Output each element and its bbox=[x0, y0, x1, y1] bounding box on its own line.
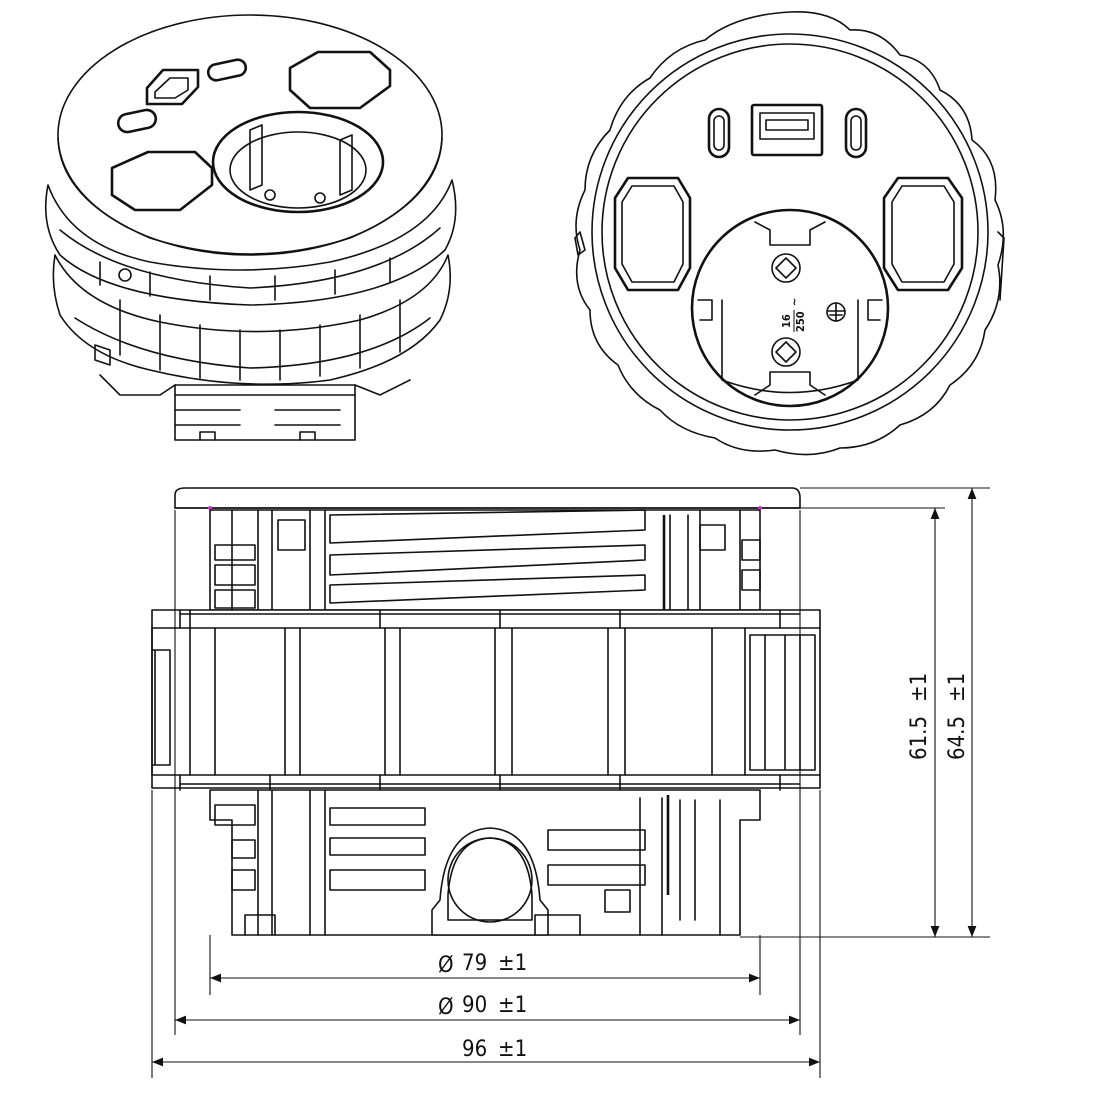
side-upper-body bbox=[209, 509, 761, 611]
blank-cover-right bbox=[882, 176, 964, 292]
dim-total-height: 64.5 ±1 bbox=[945, 673, 970, 760]
svg-text:16: 16 bbox=[780, 314, 793, 328]
iso-usb-c-right bbox=[206, 58, 248, 82]
dim-outer-diameter: Ø 90 ±1 bbox=[438, 993, 527, 1020]
top-view-wavy-outline bbox=[575, 11, 1005, 456]
usb-c-port-right bbox=[844, 107, 868, 159]
side-middle-collar bbox=[151, 609, 821, 791]
svg-text:250: 250 bbox=[794, 311, 807, 332]
iso-upper-collar bbox=[44, 179, 457, 306]
iso-lower-collar bbox=[52, 254, 452, 386]
iso-housing-bottom bbox=[99, 374, 411, 441]
side-top-flange bbox=[174, 487, 801, 509]
iso-blank-cover-left bbox=[110, 150, 214, 212]
usb-c-port-left bbox=[707, 107, 731, 159]
iso-blank-cover-right bbox=[288, 50, 392, 110]
svg-text:79: 79 bbox=[462, 951, 487, 976]
svg-text:Ø: Ø bbox=[438, 995, 454, 1020]
rating-label: 16 250 ~ bbox=[780, 298, 807, 332]
dim-body-height: 61.5 ±1 bbox=[907, 673, 932, 760]
isometric-view bbox=[44, 14, 457, 441]
svg-text:±1: ±1 bbox=[498, 1037, 527, 1062]
blank-cover-left bbox=[613, 176, 692, 292]
side-view: Ø 79 ±1 Ø 90 ±1 96 ±1 61.5 ±1 64.5 ±1 bbox=[151, 487, 990, 1078]
cable-entry bbox=[431, 827, 549, 936]
svg-text:Ø: Ø bbox=[438, 953, 454, 978]
side-lower-body bbox=[209, 789, 761, 936]
dim-inner-diameter: Ø 79 ±1 bbox=[438, 951, 527, 978]
svg-text:±1: ±1 bbox=[907, 673, 932, 702]
dimension-lines: Ø 79 ±1 Ø 90 ±1 96 ±1 61.5 ±1 64.5 ±1 bbox=[151, 487, 990, 1078]
svg-text:90: 90 bbox=[462, 993, 487, 1018]
iso-top-disk bbox=[57, 14, 443, 256]
iso-usb-a-port bbox=[145, 68, 200, 106]
usb-a-port bbox=[750, 103, 824, 157]
svg-text:96: 96 bbox=[462, 1037, 487, 1062]
pin-hole-bottom bbox=[771, 337, 801, 367]
svg-text:±1: ±1 bbox=[945, 673, 970, 702]
iso-usb-c-left bbox=[116, 108, 158, 134]
pin-hole-top bbox=[771, 253, 801, 283]
dim-overall-width: 96 ±1 bbox=[462, 1037, 527, 1062]
schuko-socket: 16 250 ~ bbox=[690, 208, 890, 408]
top-view: 16 250 ~ bbox=[574, 11, 1005, 456]
iso-socket-well bbox=[211, 110, 385, 214]
svg-text:61.5: 61.5 bbox=[907, 716, 932, 760]
svg-text:±1: ±1 bbox=[498, 951, 527, 976]
svg-text:64.5: 64.5 bbox=[945, 716, 970, 760]
svg-text:±1: ±1 bbox=[498, 993, 527, 1018]
svg-text:~: ~ bbox=[788, 298, 801, 306]
